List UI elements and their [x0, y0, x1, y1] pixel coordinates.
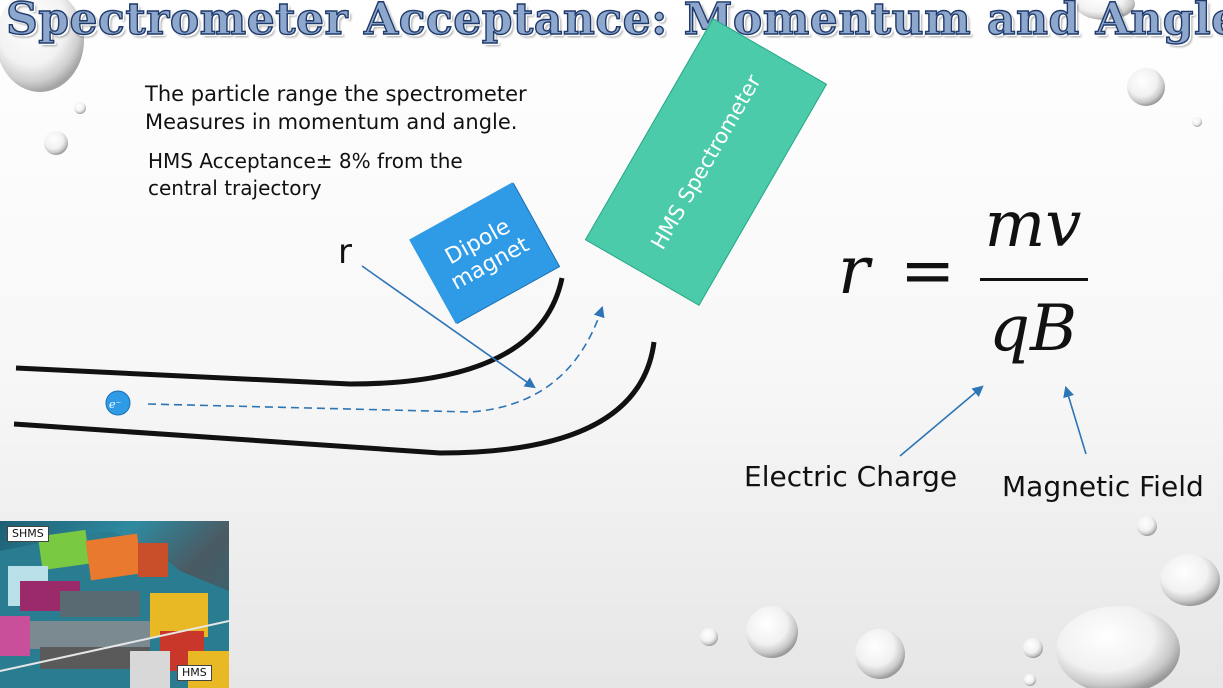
electric-charge-label: Electric Charge [744, 460, 958, 493]
magnetic-field-label: Magnetic Field [1002, 470, 1204, 503]
beam-pipe-lower-wall [13, 341, 657, 456]
acceptance-line-2: central trajectory [148, 176, 322, 200]
radius-label: r [338, 232, 352, 272]
formula-equals: = [900, 232, 956, 309]
acceptance-text: HMS Acceptance± 8% from the central traj… [148, 148, 528, 202]
acceptance-line-1: HMS Acceptance± 8% from the [148, 149, 463, 173]
radius-arrow [361, 265, 536, 389]
hall-c-rendering-illustration [0, 529, 229, 688]
dipole-magnet-label: Dipole magnet [435, 211, 533, 295]
slide-title: Spectrometer Acceptance: Momentum and An… [5, 0, 1223, 46]
hms-tag: HMS [177, 665, 212, 681]
charge-arrow [899, 385, 984, 457]
electron-icon [105, 390, 131, 416]
field-arrow [1063, 385, 1087, 455]
formula-lhs: r [838, 232, 870, 309]
electron-trajectory [147, 305, 605, 413]
description-text: The particle range the spectrometer Meas… [145, 80, 575, 136]
formula-denominator: qB [989, 292, 1077, 366]
beam-pipe-upper-wall [15, 277, 565, 387]
hall-c-rendering-image: SHMS HMS [0, 521, 229, 688]
formula-numerator: mv [984, 188, 1082, 262]
description-line-2: Measures in momentum and angle. [145, 110, 518, 134]
electron-label: e⁻ [109, 398, 122, 411]
radius-formula: r = mv qB [838, 188, 1098, 382]
description-line-1: The particle range the spectrometer [145, 82, 527, 106]
formula-fraction-bar [980, 278, 1088, 281]
shms-tag: SHMS [7, 526, 49, 542]
